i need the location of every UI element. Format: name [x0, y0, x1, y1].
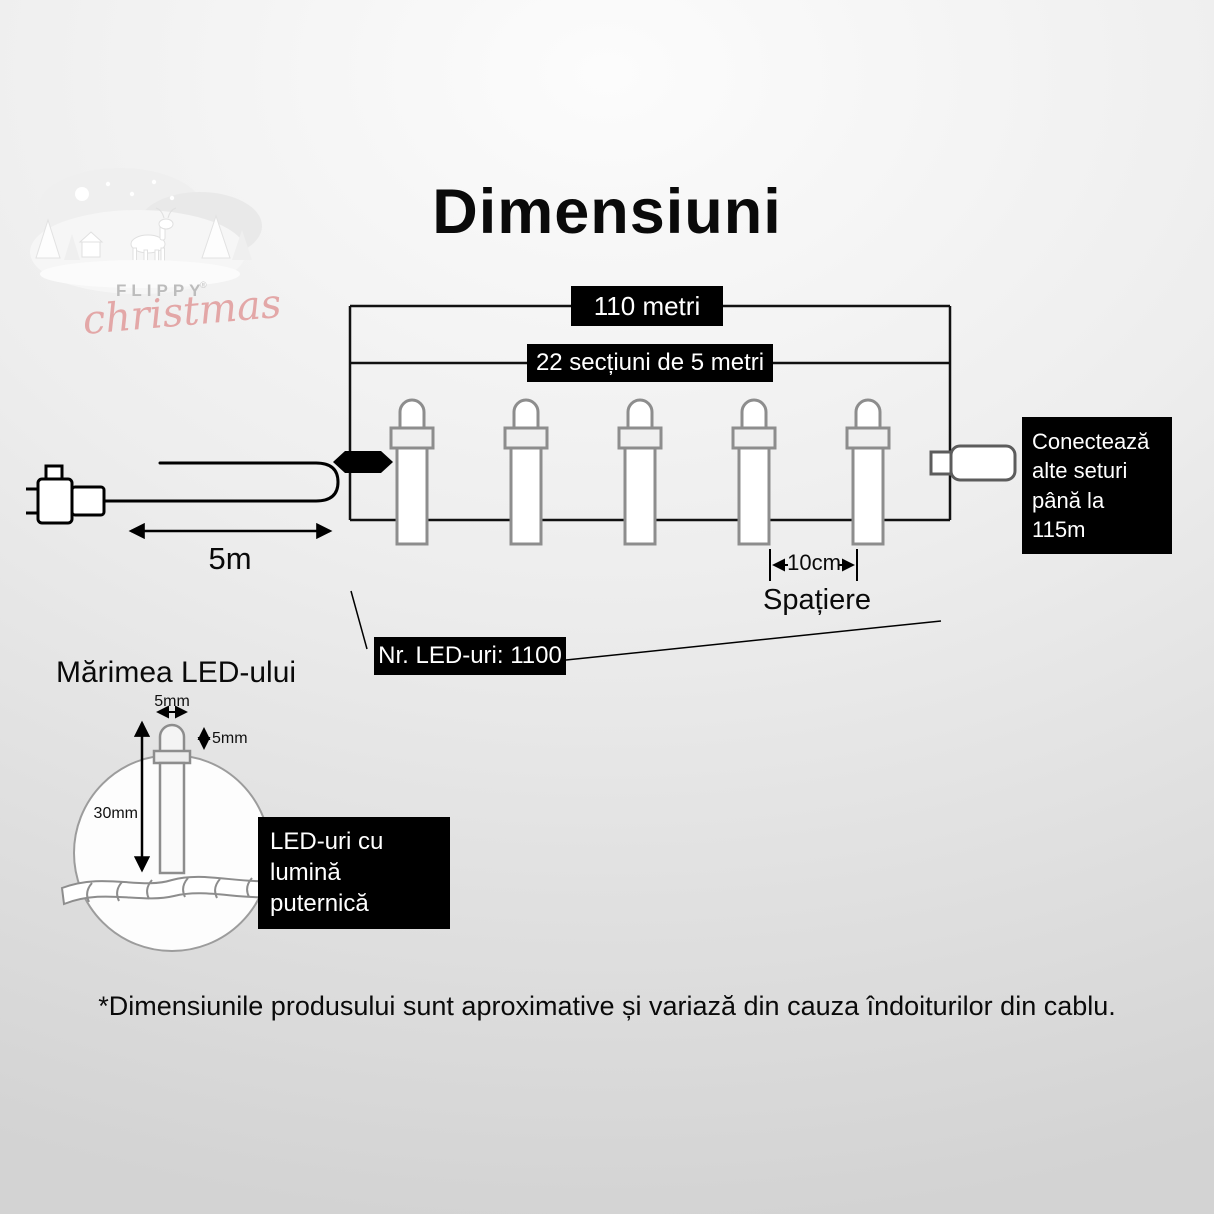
- led-note-line-1: LED-uri cu lumină: [270, 828, 384, 887]
- led-bulb-1: [389, 398, 435, 546]
- led-note-line-2: puternică: [270, 890, 369, 918]
- sections-label: 22 secțiuni de 5 metri: [527, 344, 773, 382]
- inline-connector-icon: [333, 451, 393, 473]
- end-connector-icon: [929, 444, 1017, 482]
- led-string: [389, 398, 891, 546]
- footer-note: *Dimensiunile produsului sunt aproximati…: [98, 991, 1116, 1021]
- led-bulb-4: [731, 398, 777, 546]
- led-width-label: 5mm: [154, 693, 190, 710]
- led-note: LED-uri cu lumină puternică: [258, 817, 450, 929]
- spacing-label: Spațiere: [762, 584, 871, 616]
- connect-note-line-3: până la 115m: [1032, 487, 1105, 542]
- total-length-label: 110 metri: [571, 286, 723, 326]
- led-size-diagram: [60, 705, 293, 952]
- winter-scene-icon: [30, 168, 262, 294]
- lead-wire: [102, 461, 340, 503]
- deer-icon: [130, 207, 177, 263]
- magnified-led-icon: [152, 723, 192, 875]
- connect-note: Conectează alte seturi până la 115m: [1022, 417, 1172, 554]
- spacing-value-label: 10cm: [787, 550, 841, 575]
- spacing-arrows: [769, 549, 858, 581]
- lead-length-label: 5m: [208, 541, 252, 576]
- led-height-label: 30mm: [93, 805, 138, 822]
- led-bulb-3: [617, 398, 663, 546]
- led-count-label: Nr. LED-uri: 1100: [374, 637, 566, 675]
- led-count-leader-right: [565, 620, 942, 661]
- power-plug-icon: [26, 464, 106, 525]
- led-tip-label: 5mm: [212, 730, 248, 747]
- brand-logo: FLIPPY ® christmas: [30, 168, 280, 344]
- led-bulb-5: [845, 398, 891, 546]
- led-size-title: Mărimea LED-ului: [56, 656, 297, 689]
- page-title: Dimensiuni: [432, 177, 782, 247]
- registered-mark: ®: [200, 280, 207, 290]
- led-count-leader-left: [350, 590, 368, 650]
- connect-note-line-2: alte seturi: [1032, 458, 1128, 484]
- connect-note-line-1: Conectează: [1032, 429, 1150, 454]
- led-bulb-2: [503, 398, 549, 546]
- brand-name: FLIPPY: [116, 281, 206, 300]
